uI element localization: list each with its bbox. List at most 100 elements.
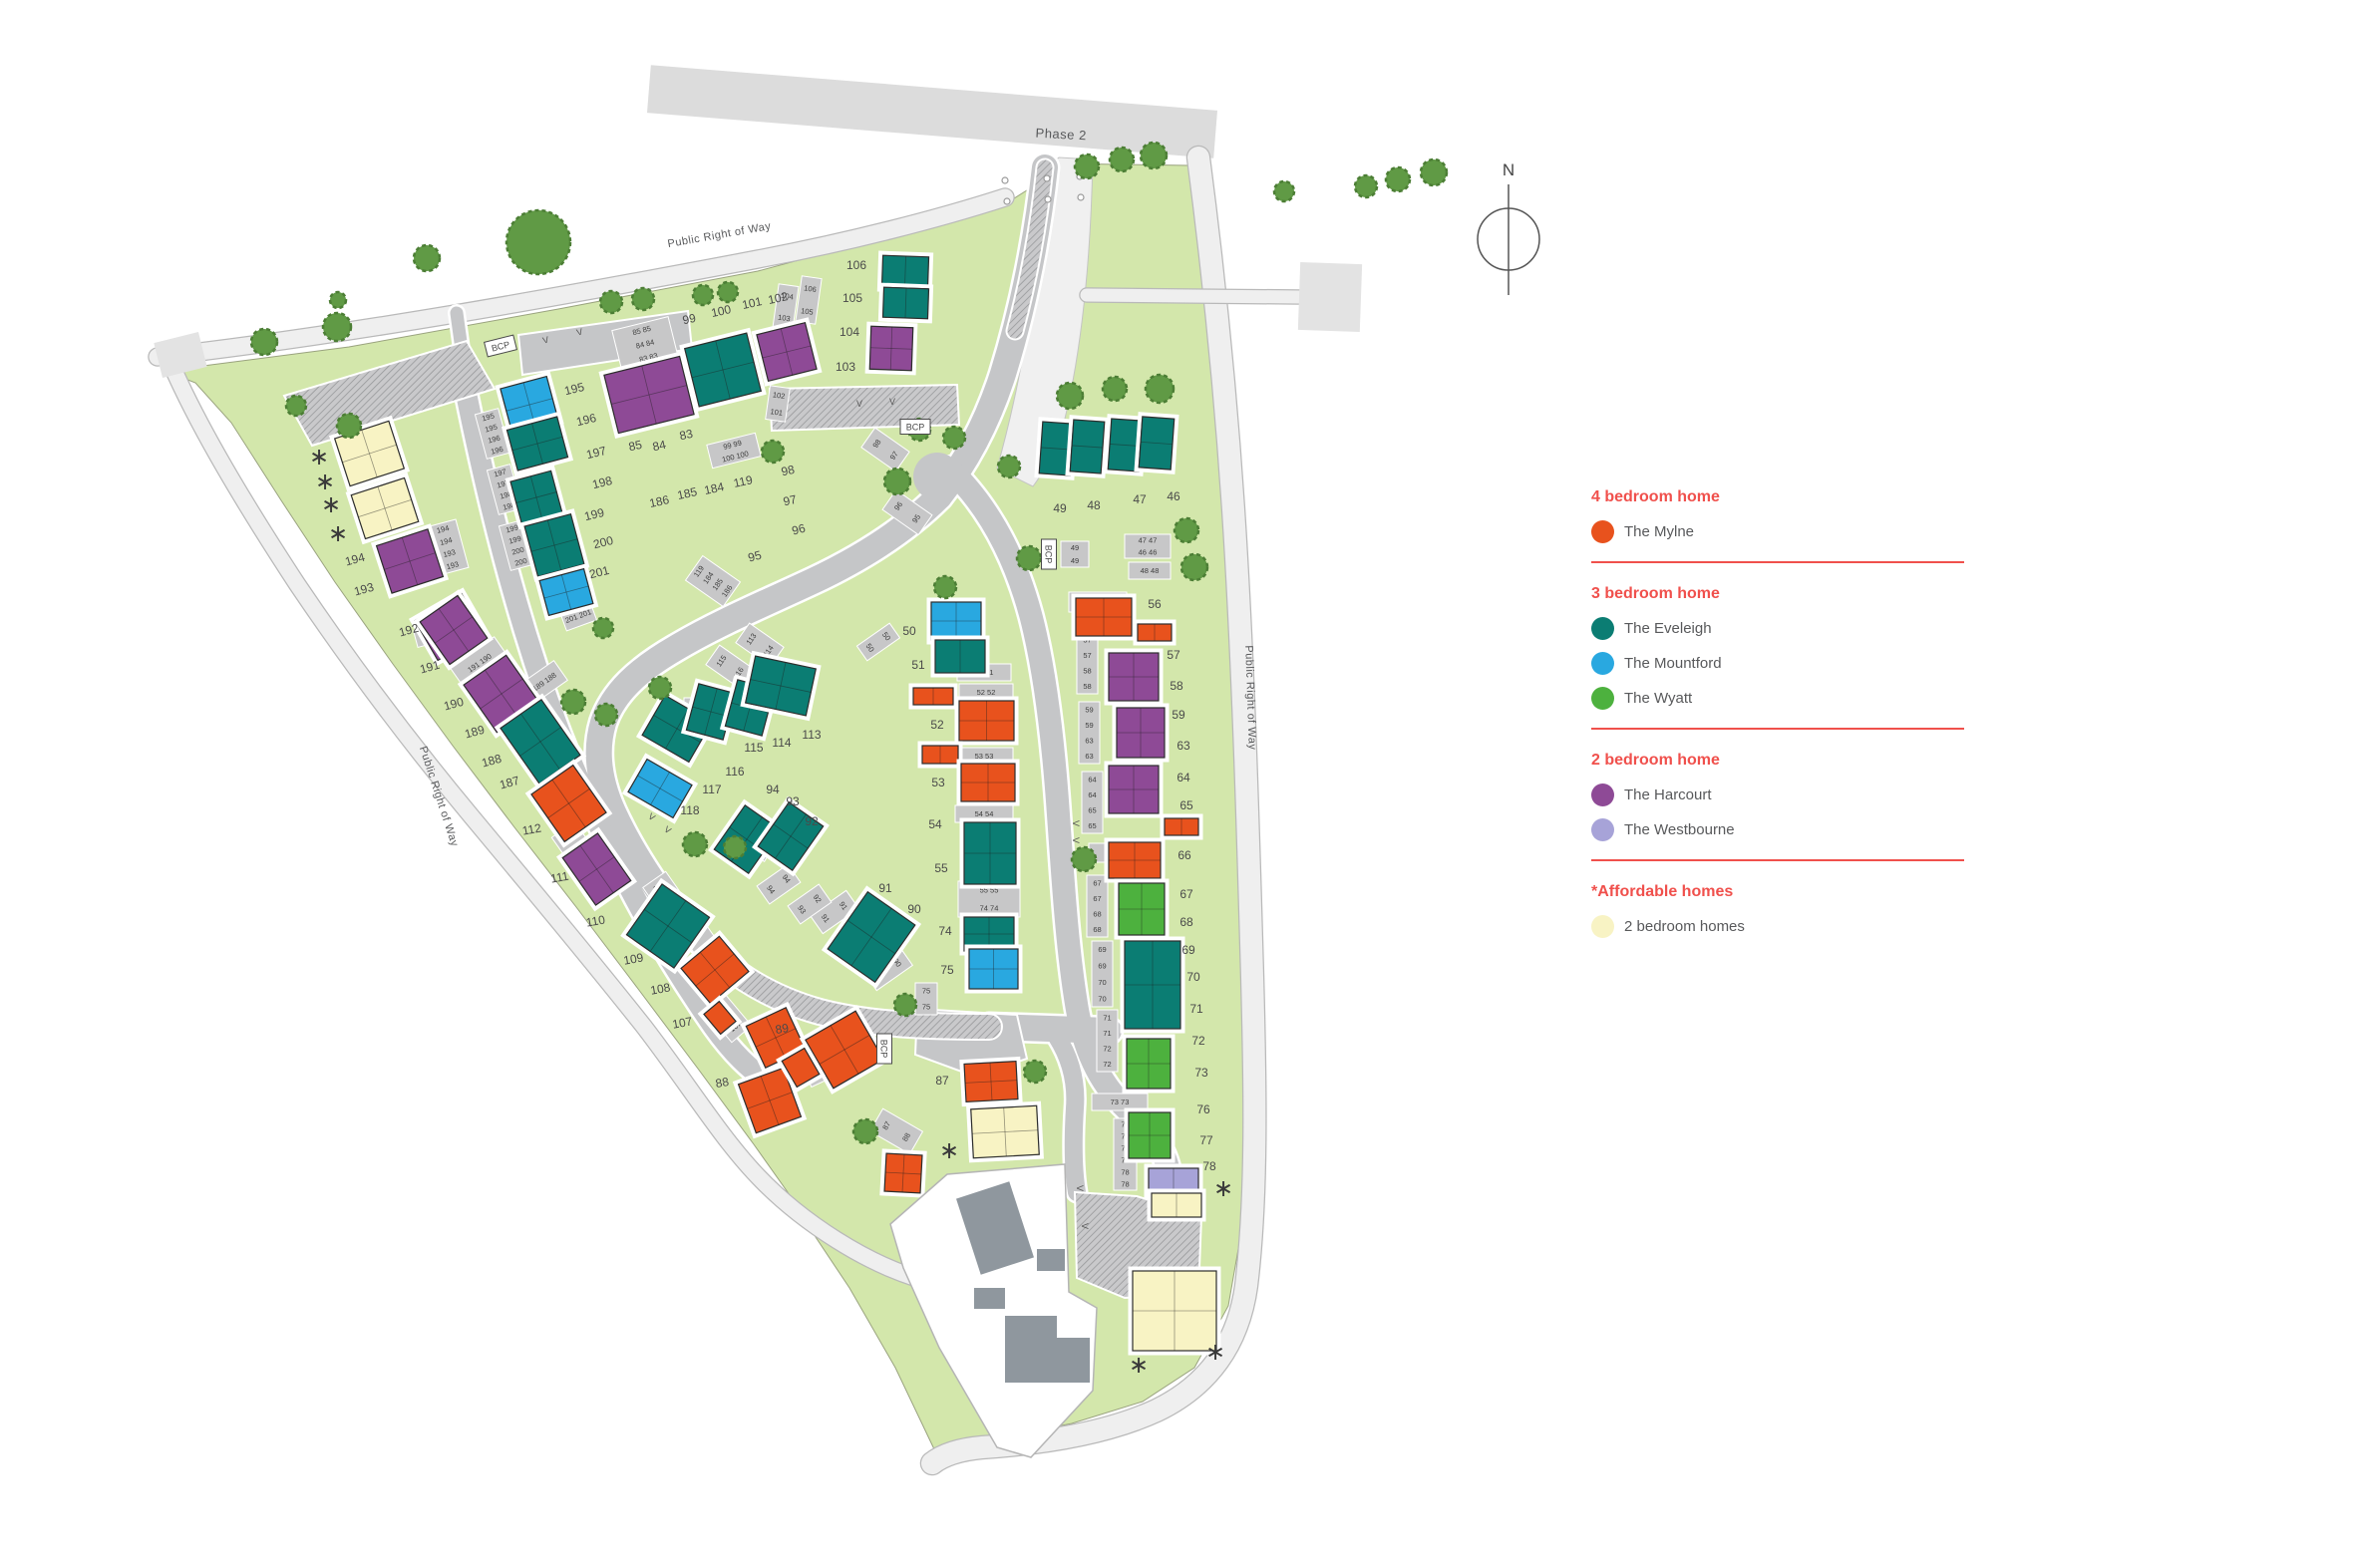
visitor-bay-mark: V [856,399,862,409]
house-division [747,1092,793,1109]
house-halo [966,1100,1044,1163]
plot-number: 51 [911,658,925,672]
parking-number: 91 [838,900,849,912]
plot-number: 95 [747,548,764,565]
parking-bay: 48 48 [1128,561,1172,580]
parking-number: 193 [446,559,460,571]
existing-building [1037,1249,1065,1271]
house-footprint [881,286,930,320]
parking-number: 92 [812,893,824,905]
house-wyatt [1124,1107,1176,1163]
house-division [342,444,397,464]
house-division [384,552,436,570]
plot-number: 91 [878,881,892,895]
tree-icon [996,454,1022,479]
plot-number: 187 [498,774,520,792]
plot-number: 57 [1167,648,1180,662]
house-footprint [1138,416,1176,470]
house-footprint [703,1000,737,1036]
tree-icon [892,992,918,1018]
house-footprint [1128,1111,1172,1159]
plot-number: 94 [766,783,780,796]
legend-item-label: The Mountford [1624,655,1722,672]
house-footprint [1164,817,1199,836]
parking-number: 195 [484,423,498,435]
house-division [765,1016,787,1060]
parking-number: 85 85 [631,324,651,337]
house-mountford [964,944,1023,994]
house-mylne [697,995,743,1041]
tree-icon [716,280,740,304]
house-footprint [627,758,693,819]
house-footprint [756,321,818,383]
plot-number: 108 [649,980,671,997]
house-harcourt [864,321,918,376]
house-halo [864,321,918,376]
house-eveleigh [1134,412,1179,474]
house-eveleigh [821,885,922,989]
tree-icon [1173,516,1200,544]
house-footprint [1126,1038,1172,1090]
bcp-box [876,1033,892,1065]
parking-number: 91 [820,912,832,924]
plot-number: 184 [703,479,726,497]
house-division [965,1080,1017,1084]
parking-number: 196 [487,434,501,446]
legend-section-title: *Affordable homes [1591,883,1734,900]
parking-rect [1078,701,1101,765]
house-division [762,345,812,359]
bollard [1043,174,1051,182]
plot-number: 71 [1189,1002,1203,1016]
parking-number: 88 [900,1131,912,1143]
plot-number: 48 [1087,498,1101,512]
house-division [551,780,586,827]
house-division [546,519,562,571]
house-halo [555,826,638,912]
house-halo [821,885,922,989]
house-halo [740,650,822,722]
house-division [520,713,560,771]
parking-rect [868,1107,924,1155]
house-mylne [956,759,1020,806]
house-division [775,662,787,710]
plot-number: 102 [767,289,790,307]
house-division [1041,447,1072,451]
house-division [773,823,809,849]
plot-number: 195 [563,380,586,399]
parking-number: 49 [1071,556,1079,565]
house-division [653,715,701,743]
parking-number: 199 [504,522,518,534]
house-halo [1071,593,1137,641]
parking-number: 59 [1085,721,1093,730]
legend-item-label: The Westbourne [1624,821,1735,838]
house-mylne [959,1056,1023,1107]
legend-color-dot-affordable [1591,915,1614,938]
parking-number: 195 [481,411,495,423]
plot-number: 96 [791,521,808,538]
house-division [972,1129,1038,1134]
visitor-bay-mark: V [1080,1223,1090,1229]
visitor-bay-mark: V [662,824,673,836]
plot-number: 83 [678,427,694,444]
parking-number: 103 [778,313,792,324]
house-division [1110,444,1141,447]
legend-color-dot-westbourne [1591,818,1614,841]
visitor-bay-mark: V [1071,820,1081,826]
map-text: Public Right of Way [1242,645,1258,750]
parking-number: 54 54 [975,809,994,818]
parking-rect [1060,540,1090,568]
house-harcourt [1104,761,1164,818]
plot-number: 58 [1170,679,1183,693]
bcp-marker: BCP [484,334,517,358]
house-footprint [350,476,420,540]
house-halo [1120,936,1185,1034]
plot-number: 87 [935,1074,949,1088]
house-footprint [963,821,1017,885]
legend-section-title: 4 bedroom home [1591,488,1720,505]
parking-number: 67 [1093,894,1101,903]
house-division [989,1063,993,1100]
